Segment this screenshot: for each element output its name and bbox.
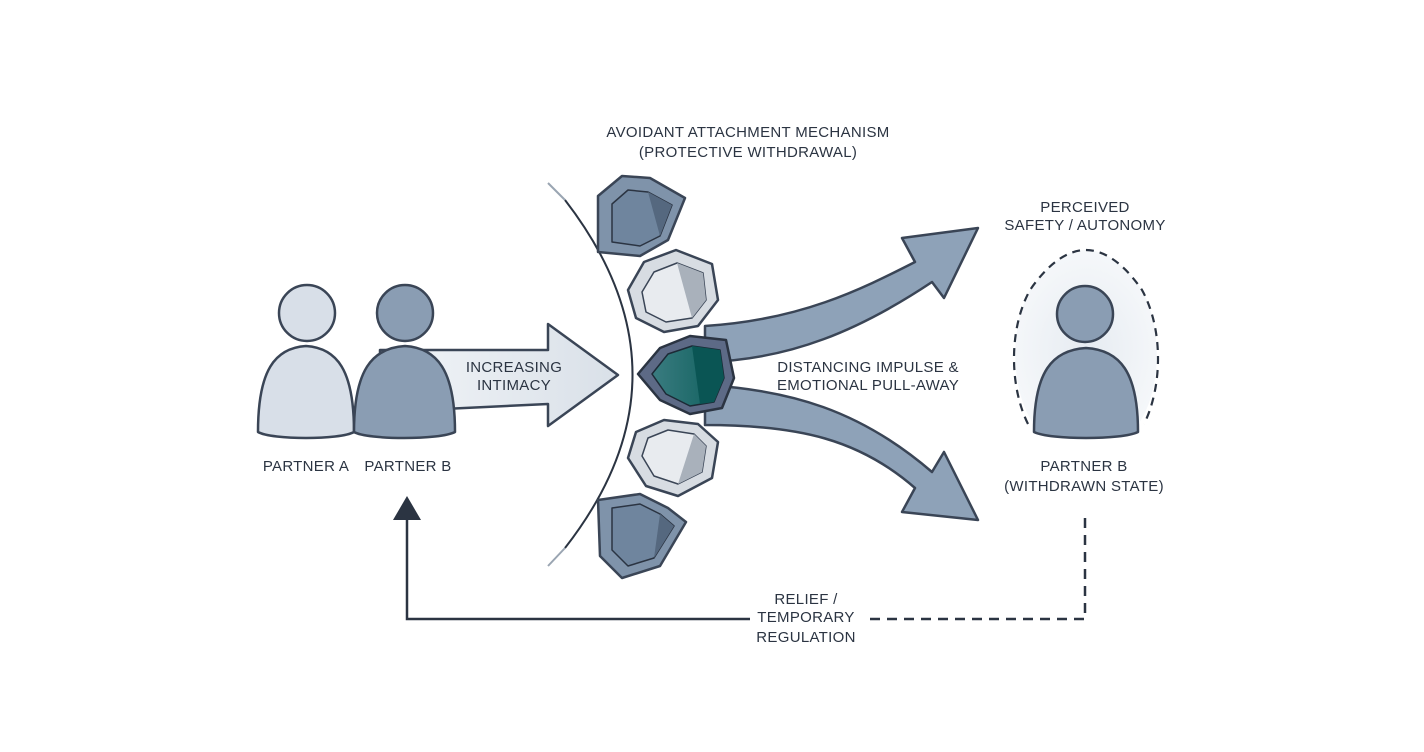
distancing-label-line2: EMOTIONAL PULL-AWAY: [777, 377, 959, 394]
barrier-arc-fade-bottom: [547, 547, 566, 567]
partner-b-withdrawn-figure: [1032, 284, 1140, 440]
shield-icon: [596, 492, 688, 580]
shield-icon: [626, 248, 720, 334]
person-icon: [1032, 284, 1140, 440]
mechanism-label: AVOIDANT ATTACHMENT MECHANISM: [606, 124, 889, 141]
perceived-safety-label-line2: SAFETY / AUTONOMY: [1004, 217, 1165, 234]
relief-label: RELIEF /: [774, 591, 838, 608]
arrow-up-icon: [393, 496, 421, 520]
barrier-arc-fade-top: [547, 182, 566, 201]
partner-b-label: PARTNER B: [364, 458, 451, 475]
mechanism-label-line2: (PROTECTIVE WITHDRAWAL): [639, 144, 857, 161]
partner-a-figure: [256, 283, 356, 440]
feedback-solid-line: [405, 518, 750, 621]
partner-b-figure: [352, 283, 457, 440]
partner-a-label: PARTNER A: [263, 458, 349, 475]
increasing-intimacy-label: INCREASING: [466, 359, 562, 376]
partner-b-withdrawn-label-line2: (WITHDRAWN STATE): [1004, 478, 1164, 495]
relief-label-line2: TEMPORARY: [757, 609, 854, 626]
relief-label-line3: REGULATION: [756, 629, 855, 646]
feedback-dashed-line: [865, 518, 1087, 621]
shield-icon: [626, 418, 720, 498]
person-icon: [352, 283, 457, 440]
feedback-loop: [393, 496, 1087, 621]
shield-icon: [596, 174, 687, 258]
downward-distancing-arrow: [703, 383, 980, 522]
increasing-intimacy-label-line2: INTIMACY: [477, 377, 551, 394]
partner-b-withdrawn-label: PARTNER B: [1040, 458, 1127, 475]
upward-distancing-arrow: [703, 226, 980, 364]
shield-icon: [636, 334, 736, 416]
barrier-arc: [564, 199, 634, 549]
distancing-label: DISTANCING IMPULSE &: [777, 359, 959, 376]
person-icon: [256, 283, 356, 440]
perceived-safety-label: PERCEIVED: [1040, 199, 1129, 216]
